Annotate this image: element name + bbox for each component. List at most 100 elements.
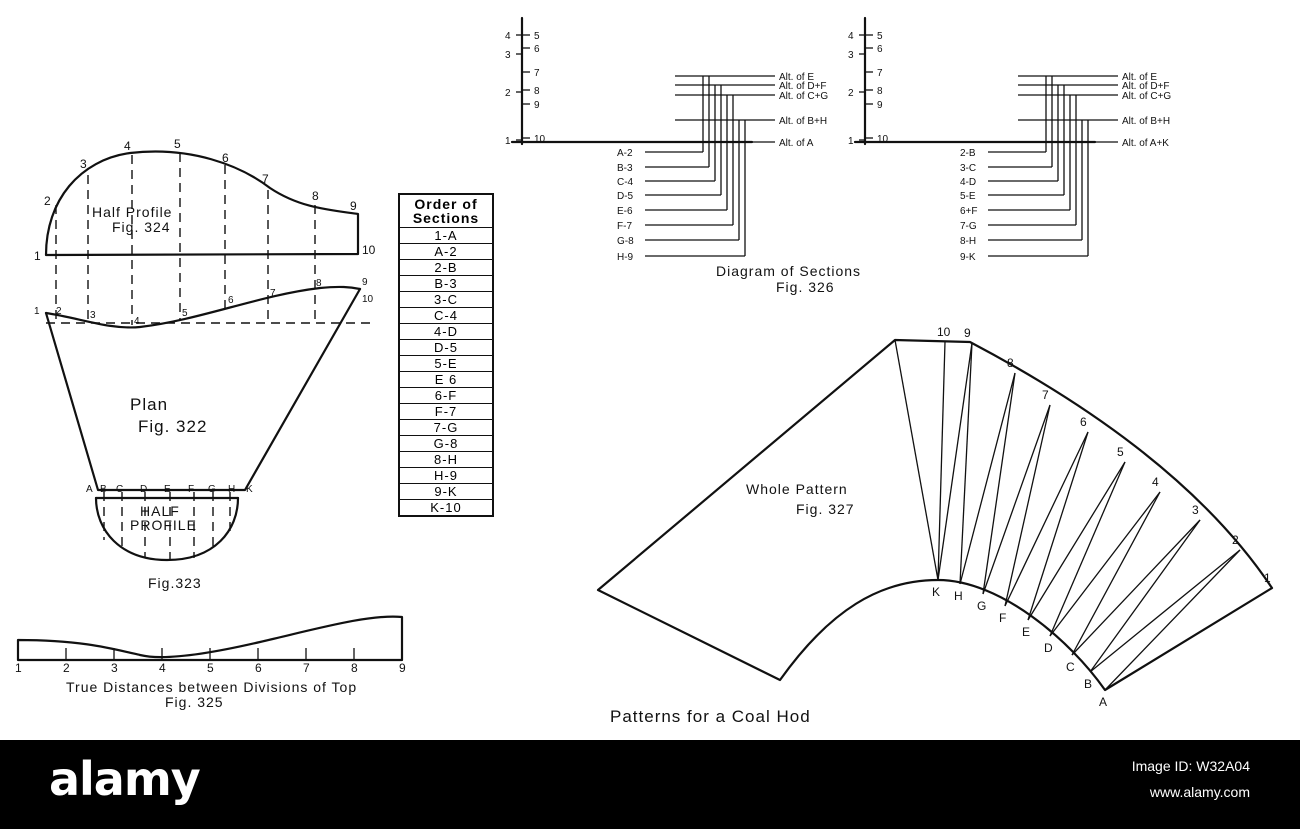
scale-right-label: 5 bbox=[534, 31, 540, 42]
half-profile-letter: C bbox=[116, 484, 123, 495]
pattern-number-label: 3 bbox=[1192, 503, 1199, 517]
profile-point-label: 10 bbox=[362, 243, 376, 257]
fig325-tick-label: 5 bbox=[207, 661, 214, 675]
fig325-number: Fig. 325 bbox=[165, 694, 224, 710]
alt-label: Alt. of B+H bbox=[779, 116, 827, 127]
section-label: A-2 bbox=[617, 148, 633, 159]
plan-point-label: 8 bbox=[316, 278, 322, 289]
alt-label: Alt. of D+F bbox=[779, 81, 827, 92]
section-label: 2-B bbox=[960, 148, 976, 159]
order-table-cell: 1-A bbox=[398, 227, 494, 244]
scale-right-label: 7 bbox=[534, 68, 540, 79]
section-label: 7-G bbox=[960, 221, 977, 232]
fig323-number: Fig.323 bbox=[148, 575, 202, 591]
order-table-cell: 5-E bbox=[398, 355, 494, 372]
order-table-cell: C-4 bbox=[398, 307, 494, 324]
profile-point-label: 9 bbox=[350, 199, 357, 213]
scale-left-label: 1 bbox=[848, 136, 854, 147]
fig322-title: Plan bbox=[130, 395, 168, 414]
order-table-header-line1: Order of bbox=[414, 196, 478, 212]
section-label: C-4 bbox=[617, 177, 634, 188]
section-label: E-6 bbox=[617, 206, 633, 217]
alt-label: Alt. of C+G bbox=[1122, 91, 1171, 102]
fig325-tick-label: 8 bbox=[351, 661, 358, 675]
plan-point-label: 5 bbox=[182, 308, 188, 319]
section-label: F-7 bbox=[617, 221, 632, 232]
fig323-title-line2: PROFILE bbox=[130, 517, 197, 533]
plan-point-label: 7 bbox=[270, 288, 276, 299]
fig327-number: Fig. 327 bbox=[796, 501, 855, 517]
pattern-number-label: 7 bbox=[1042, 388, 1049, 402]
fig323-title-line1: HALF bbox=[140, 503, 180, 519]
order-table-cell: D-5 bbox=[398, 339, 494, 356]
scale-left-label: 2 bbox=[848, 88, 854, 99]
pattern-letter-label: A bbox=[1099, 695, 1107, 709]
fig325-tick-label: 2 bbox=[63, 661, 70, 675]
pattern-letter-label: C bbox=[1066, 660, 1075, 674]
order-table-cell: 2-B bbox=[398, 259, 494, 276]
fig325-tick-label: 1 bbox=[15, 661, 22, 675]
section-label: 4-D bbox=[960, 177, 976, 188]
alt-label: Alt. of E bbox=[779, 72, 814, 83]
order-table-cell: F-7 bbox=[398, 403, 494, 420]
scale-left-label: 4 bbox=[505, 31, 511, 42]
fig322-number: Fig. 322 bbox=[138, 417, 207, 436]
scale-right-label: 8 bbox=[534, 86, 540, 97]
half-profile-letter: B bbox=[100, 484, 107, 495]
section-label: G-8 bbox=[617, 236, 634, 247]
fig325-tick-label: 3 bbox=[111, 661, 118, 675]
fig326-number: Fig. 326 bbox=[776, 279, 835, 295]
pattern-number-label: 6 bbox=[1080, 415, 1087, 429]
fig327-title: Whole Pattern bbox=[746, 481, 848, 497]
pattern-number-label: 10 bbox=[937, 325, 951, 339]
profile-point-label: 1 bbox=[34, 249, 41, 263]
profile-point-label: 4 bbox=[124, 139, 131, 153]
section-label: 5-E bbox=[960, 191, 976, 202]
profile-point-label: 7 bbox=[262, 172, 269, 186]
order-table-cell: 7-G bbox=[398, 419, 494, 436]
scale-right-label: 6 bbox=[877, 44, 883, 55]
pattern-number-label: 2 bbox=[1232, 533, 1239, 547]
plan-point-label: 3 bbox=[90, 310, 96, 321]
order-table-cell: 4-D bbox=[398, 323, 494, 340]
pattern-number-label: 9 bbox=[964, 326, 971, 340]
alt-label: Alt. of C+G bbox=[779, 91, 828, 102]
fig325-tick-label: 9 bbox=[399, 661, 406, 675]
order-table-cell: H-9 bbox=[398, 467, 494, 484]
fig325-caption: True Distances between Divisions of Top bbox=[66, 679, 357, 695]
pattern-letter-label: B bbox=[1084, 677, 1092, 691]
scale-left-label: 1 bbox=[505, 136, 511, 147]
fig325-tick-label: 4 bbox=[159, 661, 166, 675]
alt-label: Alt. of A bbox=[779, 138, 814, 149]
scale-right-label: 9 bbox=[877, 100, 883, 111]
pattern-number-label: 5 bbox=[1117, 445, 1124, 459]
half-profile-letter: D bbox=[140, 484, 147, 495]
alt-label: Alt. of B+H bbox=[1122, 116, 1170, 127]
profile-point-label: 5 bbox=[174, 137, 181, 151]
alt-label: Alt. of A+K bbox=[1122, 138, 1169, 149]
half-profile-letter: G bbox=[208, 484, 216, 495]
section-label: 9-K bbox=[960, 252, 976, 263]
fig324-number: Fig. 324 bbox=[112, 219, 171, 235]
watermark-footer: alamy Image ID: W32A04 www.alamy.com bbox=[0, 740, 1300, 829]
order-table-cell: 8-H bbox=[398, 451, 494, 468]
plan-point-label: 4 bbox=[134, 316, 140, 327]
plan-point-label: 2 bbox=[56, 306, 62, 317]
pattern-number-label: 4 bbox=[1152, 475, 1159, 489]
alt-label: Alt. of E bbox=[1122, 72, 1157, 83]
profile-point-label: 6 bbox=[222, 151, 229, 165]
scale-left-label: 4 bbox=[848, 31, 854, 42]
pattern-letter-label: H bbox=[954, 589, 963, 603]
alt-label: Alt. of D+F bbox=[1122, 81, 1170, 92]
scale-left-label: 3 bbox=[848, 50, 854, 61]
plan-point-label: 1 bbox=[34, 306, 40, 317]
